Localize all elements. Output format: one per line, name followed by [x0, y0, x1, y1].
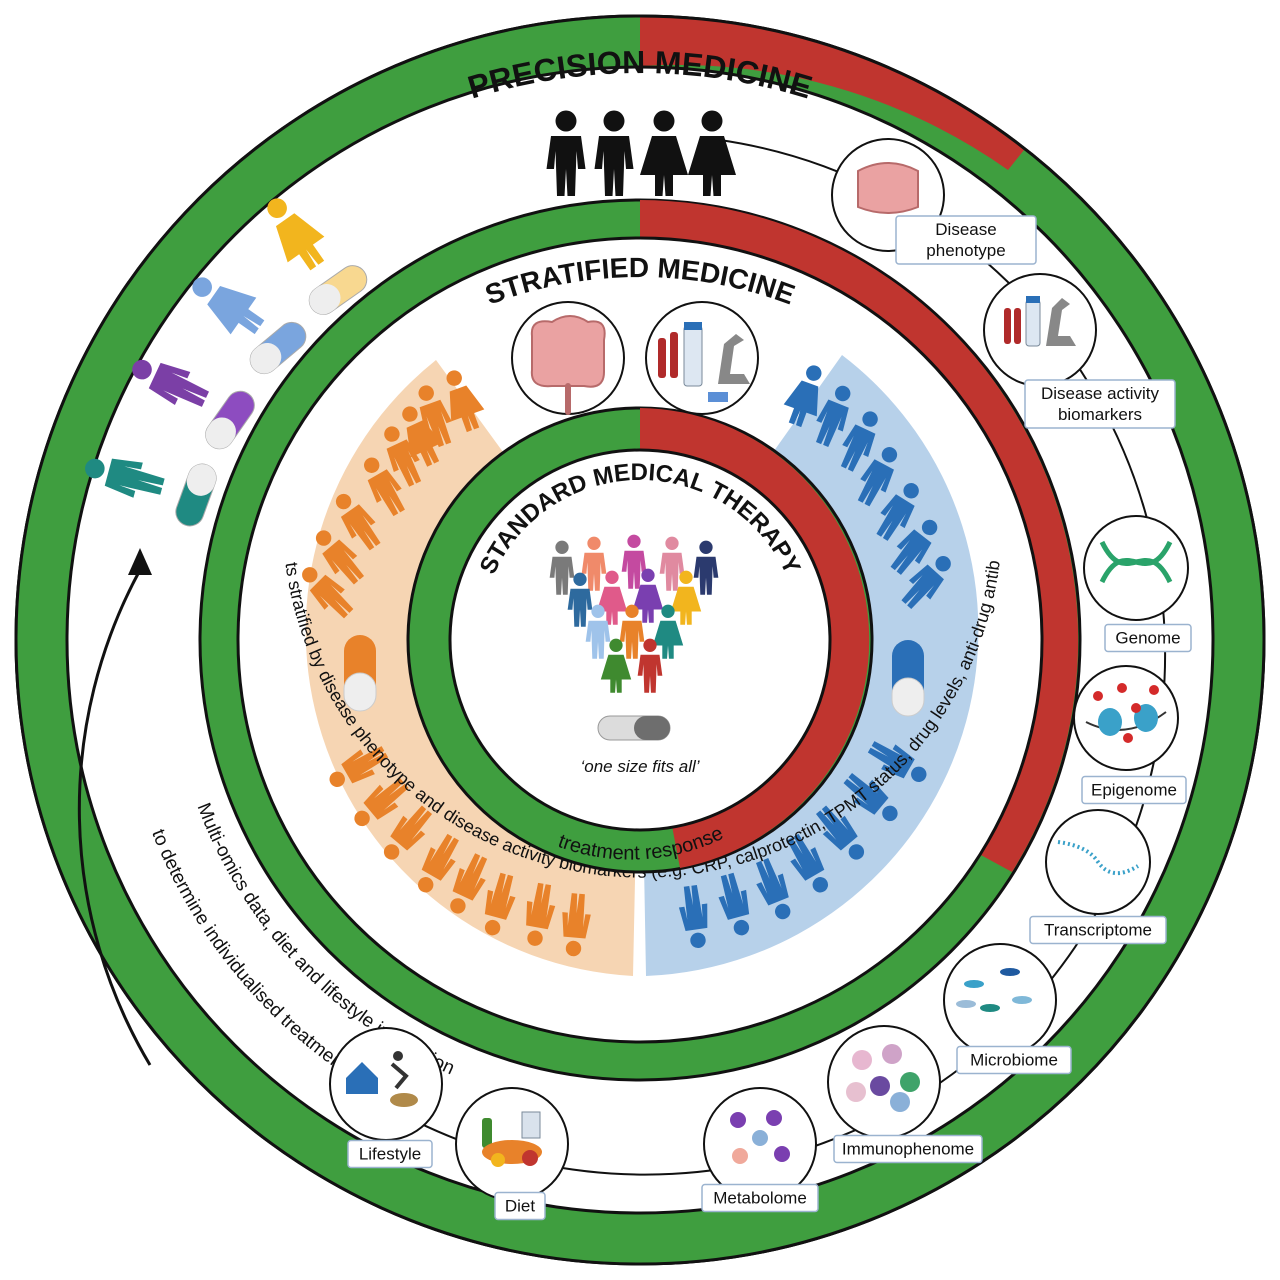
omics-node-lifestyle: Lifestyle [329, 1027, 443, 1169]
omics-label-box [1104, 623, 1192, 653]
omics-label-disease-phenotype-line1: Disease [935, 220, 996, 239]
omics-label-box [895, 215, 1037, 265]
omics-label-immunophenome-line1: Immunophenome [842, 1140, 974, 1159]
omics-label-box [1024, 379, 1176, 429]
omics-label-box [833, 1134, 983, 1164]
stratified-phenotype-circle [511, 301, 625, 415]
grey-capsule-icon [597, 715, 671, 741]
omics-node-microbiome: Microbiome [943, 943, 1072, 1075]
omics-label-microbiome-line1: Microbiome [970, 1051, 1058, 1070]
omics-node-metabolome: Metabolome [701, 1087, 819, 1213]
lab-tubes-microscope-icon [658, 322, 750, 402]
precision-ring-red-segment [640, 16, 1024, 170]
blue-capsule-icon [891, 640, 925, 717]
omics-node-transcriptome: Transcriptome [1029, 809, 1167, 945]
omics-label-lifestyle-line1: Lifestyle [359, 1145, 421, 1164]
orange-capsule-icon [343, 635, 377, 712]
omics-label-genome-line1: Genome [1115, 629, 1180, 648]
omics-circle [943, 943, 1057, 1057]
omics-node-immunophenome: Immunophenome [827, 1025, 983, 1164]
individual-patient-lightblue [181, 263, 307, 375]
omics-node-disease-phenotype: Disease phenotype [831, 138, 1037, 265]
multiomics-arrowhead [128, 548, 152, 575]
lifestyle-icon [346, 1051, 418, 1107]
nucleosome-icon [1085, 683, 1167, 743]
dna-icon [1099, 540, 1173, 584]
bacteria-icon [956, 968, 1032, 1012]
omics-label-disease-phenotype-line2: phenotype [926, 241, 1005, 260]
omics-label-box [956, 1045, 1072, 1075]
rna-icon [1057, 840, 1140, 875]
standard-ring-red-segment [640, 408, 870, 868]
omics-label-transcriptome-line1: Transcriptome [1044, 921, 1152, 940]
intestine-icon [530, 315, 606, 388]
stratified-ring-red-segment [640, 200, 1079, 872]
metabolites-icon [730, 1110, 790, 1164]
omics-node-epigenome: Epigenome [1073, 665, 1187, 805]
lab-tubes-microscope-icon [1004, 296, 1076, 347]
omics-label-diet-line1: Diet [505, 1197, 536, 1216]
omics-label-metabolome-line1: Metabolome [713, 1189, 807, 1208]
individual-patient-teal [80, 448, 217, 527]
omics-node-diet: Diet [455, 1087, 569, 1221]
individual-patient-purple [125, 348, 255, 450]
omics-node-disease-activity: Disease activity biomarkers [983, 273, 1176, 429]
omics-label-epigenome-line1: Epigenome [1091, 781, 1177, 800]
multiomics-arrow-line [77, 569, 152, 1066]
omics-circle [1073, 665, 1179, 771]
individual-patient-yellow [253, 187, 368, 315]
omics-label-box [347, 1139, 433, 1169]
omics-node-genome: Genome [1083, 515, 1192, 653]
omics-circle [1083, 515, 1189, 621]
standard-ring [406, 406, 874, 874]
immune-cells-icon [846, 1044, 920, 1112]
omics-label-box [1081, 775, 1187, 805]
omics-label-disease-activity-line2: biomarkers [1058, 405, 1142, 424]
omics-label-disease-activity-line1: Disease activity [1041, 384, 1160, 403]
omics-label-box [494, 1191, 546, 1221]
stratified-biomarker-circle [645, 301, 759, 415]
one-size-fits-all-label: ‘one size fits all’ [580, 757, 699, 776]
intestine-icon [857, 162, 919, 214]
food-icon [482, 1111, 542, 1167]
omics-label-box [701, 1183, 819, 1213]
omics-label-box [1029, 915, 1167, 945]
